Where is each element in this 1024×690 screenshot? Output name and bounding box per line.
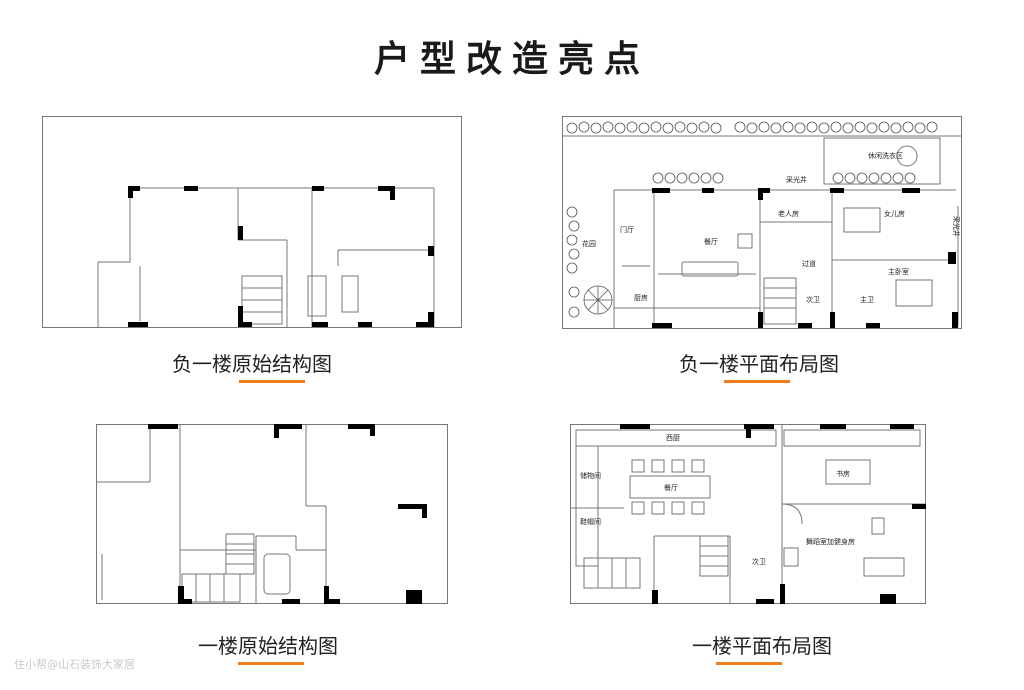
b1-label-master-bath: 主卫 xyxy=(860,295,874,304)
b1-furnished-plan: 花园 门厅 餐厅 厨房 老人房 采光井 女儿房 主卧室 过道 次卫 主卫 休闲洗… xyxy=(562,116,962,330)
b1-label-skylight-top: 采光井 xyxy=(786,175,807,184)
b1-original-plan xyxy=(42,116,462,328)
b1-label-garden: 花园 xyxy=(582,239,596,248)
f1-original-caption: 一楼原始结构图 xyxy=(198,634,338,658)
f1-label-dining: 餐厅 xyxy=(664,483,678,492)
b1-label-kitchen: 厨房 xyxy=(634,293,648,302)
b1-label-skylight-right: 采光井 xyxy=(952,216,961,237)
b1-label-daughter-room: 女儿房 xyxy=(884,209,905,218)
f1-label-gym: 舞蹈室加健身房 xyxy=(806,537,855,546)
f1-label-study: 书房 xyxy=(836,469,850,478)
b1-label-foyer: 门厅 xyxy=(620,225,634,234)
f1-label-storage: 储物间 xyxy=(580,471,601,480)
b1-original-caption: 负一楼原始结构图 xyxy=(172,352,332,376)
f1-furnished-plan: 西厨 储物间 餐厅 鞋帽间 次卫 书房 舞蹈室加健身房 xyxy=(570,424,926,606)
f1-original-plan xyxy=(96,424,448,606)
b1-plan-caption: 负一楼平面布局图 xyxy=(679,352,839,376)
f1-original-underline xyxy=(238,662,304,665)
f1-label-shoe-room: 鞋帽间 xyxy=(580,517,601,526)
page-title: 户型改造亮点 xyxy=(373,39,650,80)
watermark: 住小帮@山石装饰大家居 xyxy=(14,658,135,671)
f1-label-western-kitchen: 西厨 xyxy=(666,434,680,442)
b1-original-underline xyxy=(239,380,305,383)
b1-label-corridor: 过道 xyxy=(802,259,816,268)
b1-plan-underline xyxy=(724,380,790,383)
b1-label-master-room: 主卧室 xyxy=(888,267,909,276)
f1-plan-caption: 一楼平面布局图 xyxy=(692,634,832,658)
b1-label-elder-room: 老人房 xyxy=(778,209,799,218)
b1-label-guest-bath: 次卫 xyxy=(806,295,820,304)
b1-label-living: 餐厅 xyxy=(704,237,718,246)
b1-label-leisure: 休闲洗衣区 xyxy=(868,151,903,160)
f1-plan-underline xyxy=(716,662,782,665)
f1-label-guest-bath: 次卫 xyxy=(752,557,766,566)
